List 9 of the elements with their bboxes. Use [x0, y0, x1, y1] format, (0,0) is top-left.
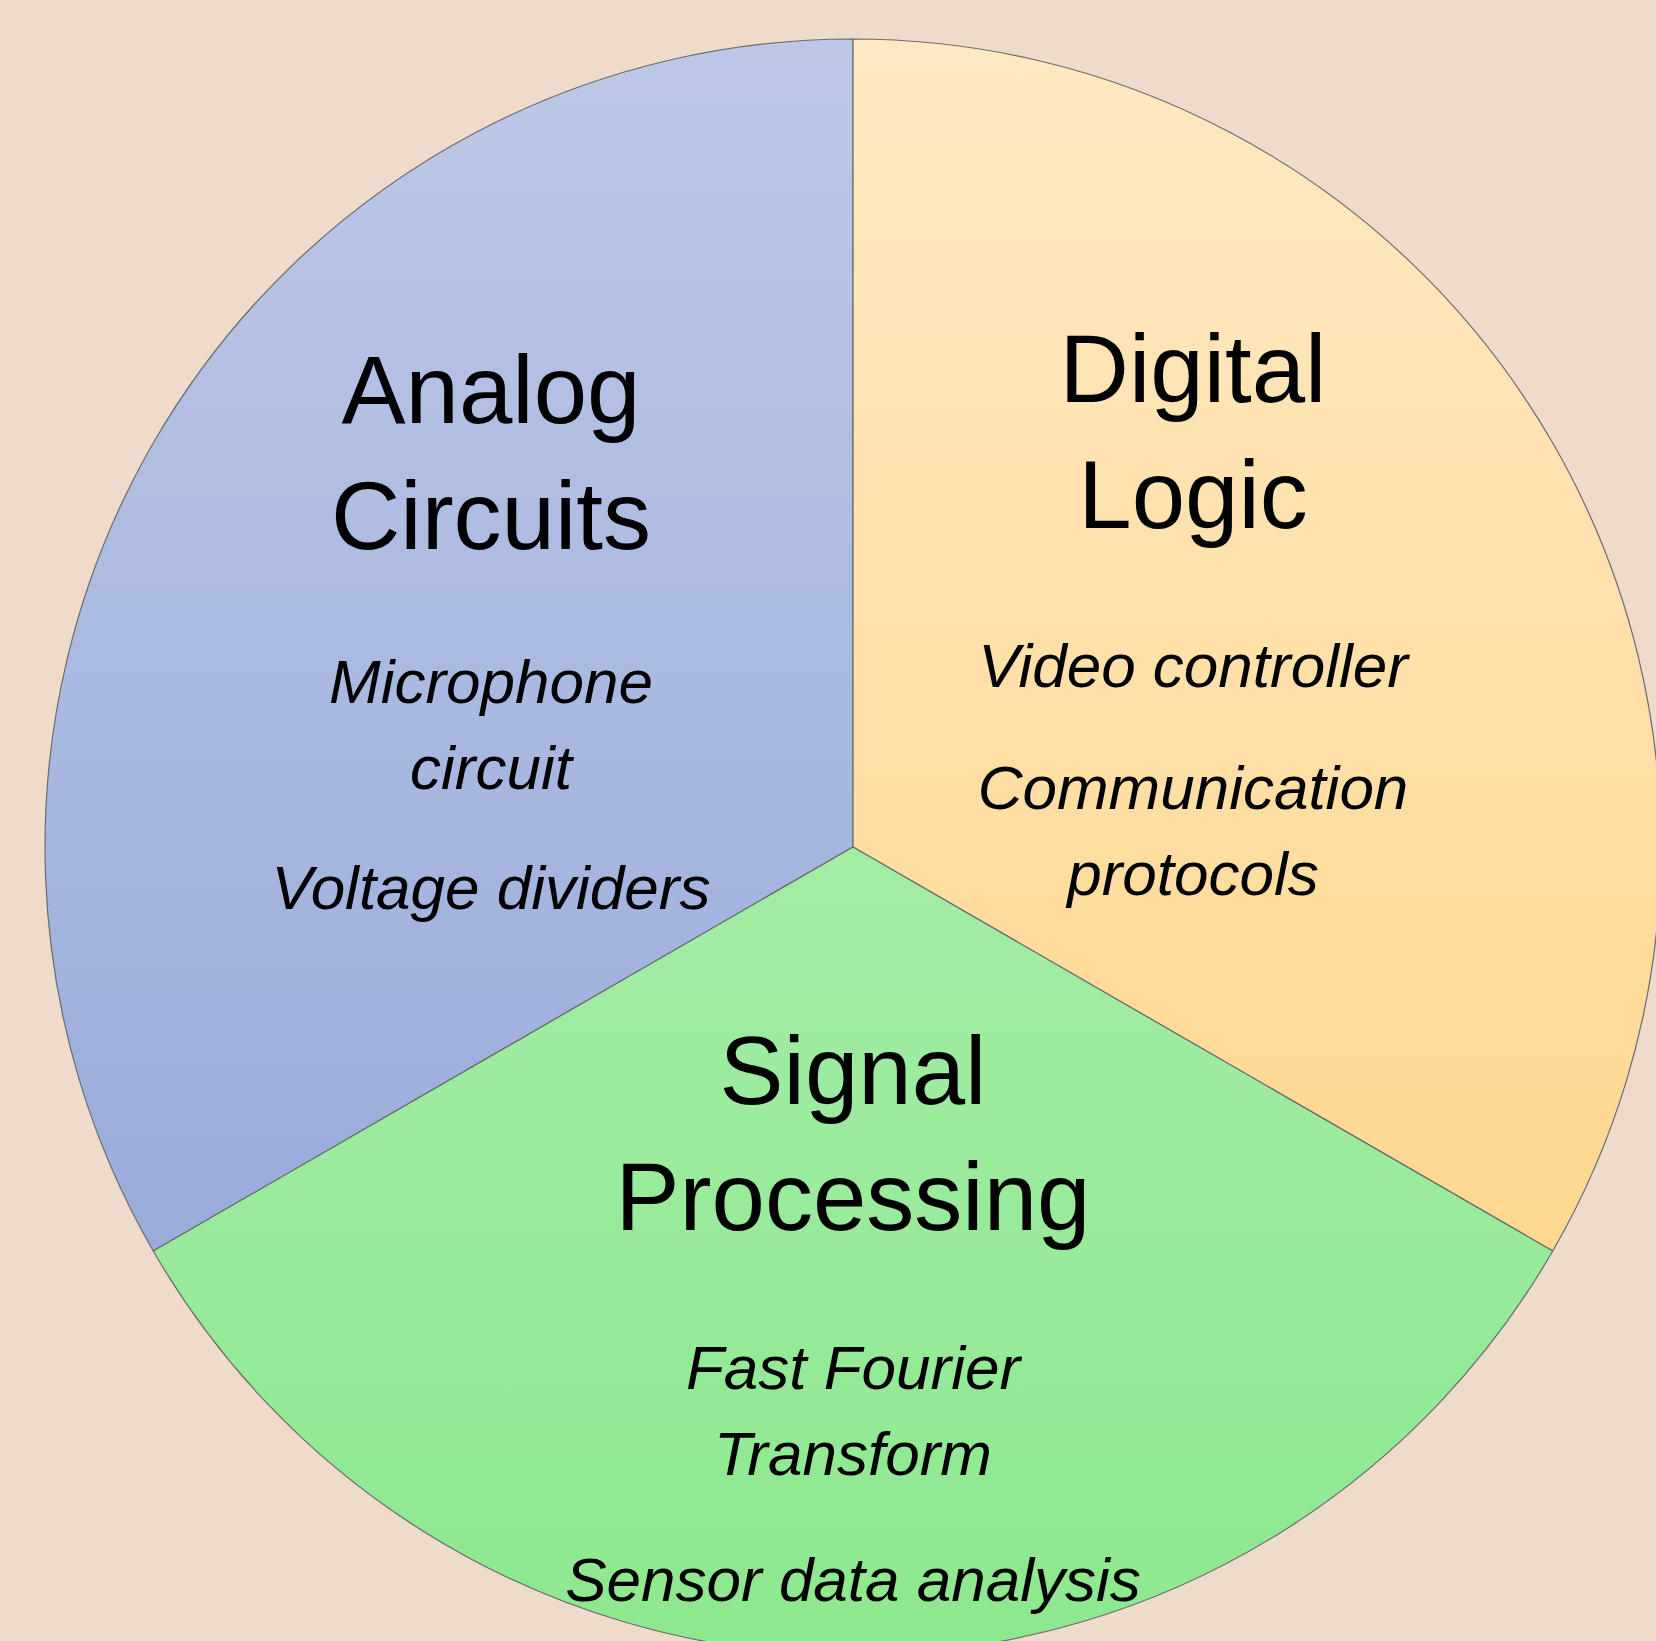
sector-item: Video controller — [977, 630, 1411, 702]
sector-item: Voltage dividers — [270, 852, 712, 924]
sector-item: Fast Fourier Transform — [684, 1332, 1023, 1490]
sector-item: Communication protocols — [976, 752, 1410, 910]
sector-heading: Digital Logic — [1058, 314, 1328, 550]
sector-heading: Analog Circuits — [330, 335, 652, 571]
sector-heading: Signal Processing — [614, 1016, 1092, 1252]
sector-item: Microphone circuit — [328, 646, 654, 804]
sector-item: Sensor data analysis — [564, 1544, 1142, 1616]
